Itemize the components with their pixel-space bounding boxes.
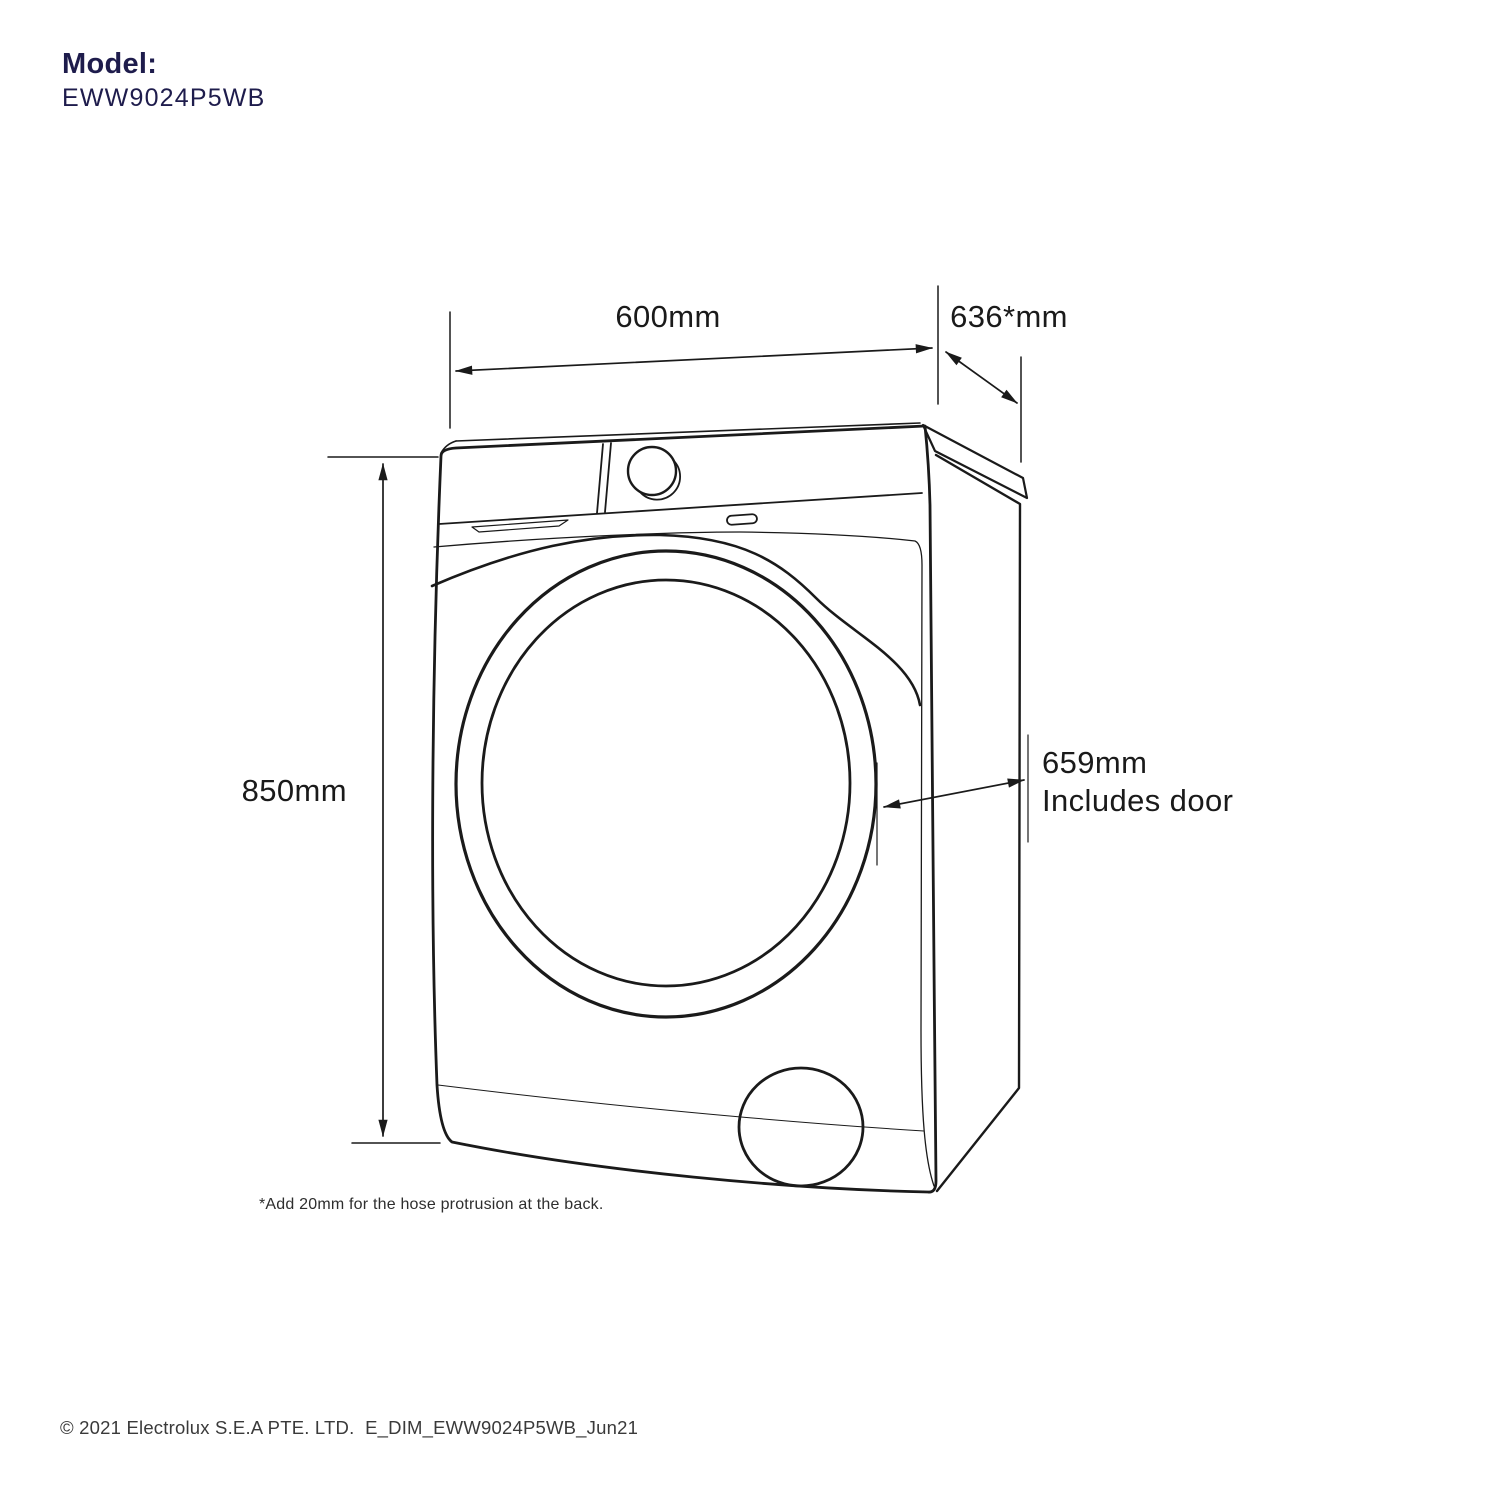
hose-footnote: *Add 20mm for the hose protrusion at the… [259,1196,604,1213]
door-depth-note: Includes door [1042,783,1234,818]
machine-front-outline [431,424,938,1194]
height-dimension-label: 850mm [241,773,347,808]
model-label: Model: [62,48,158,80]
program-knob [626,445,678,497]
program-knob-depth [639,459,681,501]
door-surround [430,533,922,707]
height-dimension [327,456,441,1144]
door-depth-value: 659mm [1042,745,1148,780]
pump-access-cover [737,1066,865,1188]
machine-top-back-edge [455,422,921,442]
model-number: EWW9024P5WB [62,84,266,112]
control-panel-bottom-edge [438,492,923,525]
door-handle-slot [726,513,758,526]
width-dimension-label: 600mm [615,299,721,334]
door-outer-ring [454,549,878,1019]
door-depth-dimension-label: 659mm Includes door [1042,744,1233,820]
width-dimension-arrow [455,344,933,375]
depth-dimension-label: 636*mm [950,299,1068,334]
copyright-footer: © 2021 Electrolux S.E.A PTE. LTD. E_DIM_… [60,1417,639,1438]
detergent-drawer-divider [596,442,612,514]
width-dimension [449,285,939,429]
door-depth-dimension [876,734,1029,866]
door-inner-ring [480,578,852,988]
depth-dimension-arrow [945,351,1018,404]
depth-dimension [945,351,1022,463]
machine-drawing [430,422,1029,1194]
detergent-drawer-recess [471,519,569,533]
machine-side-panel [934,453,1022,1193]
machine-top-band [921,423,1029,500]
door-depth-dimension-arrow [883,778,1025,809]
